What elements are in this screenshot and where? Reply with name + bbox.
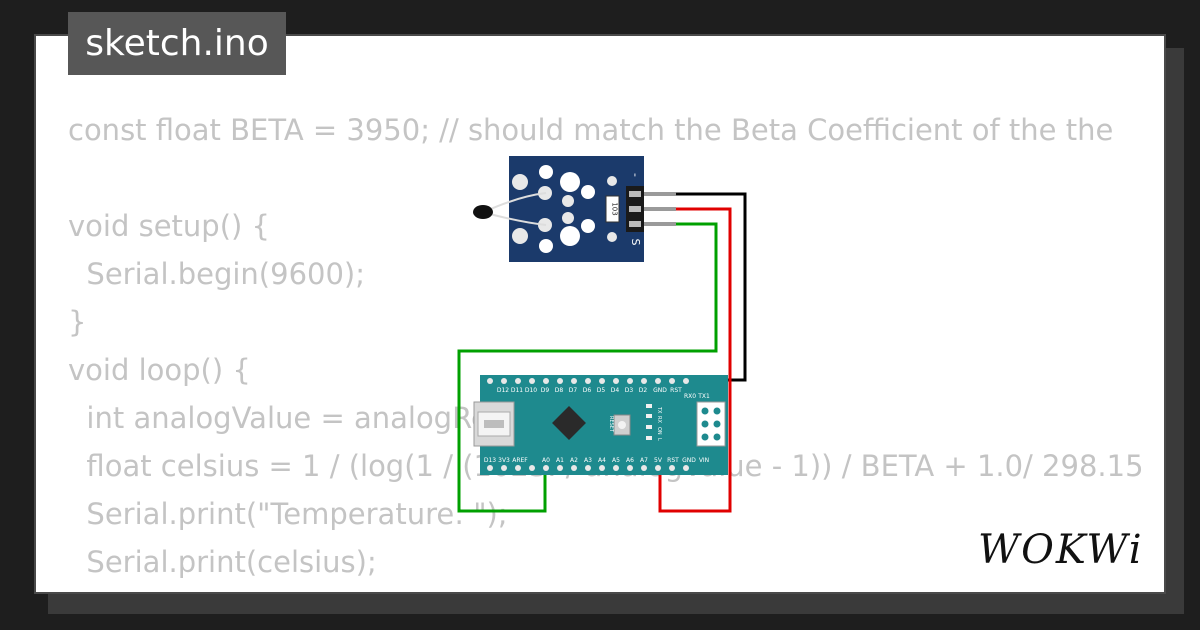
pin-label: VIN: [699, 457, 709, 464]
pin-label: D12: [497, 387, 509, 394]
pin-label: RST: [667, 457, 679, 464]
pin-label-signal: S: [629, 239, 642, 246]
pin-label: 3V3: [498, 457, 510, 464]
pin-label: D5: [597, 387, 606, 394]
pin-label: TX1: [697, 393, 710, 400]
pin-label: D2: [639, 387, 648, 394]
wokwi-logo[interactable]: WOKWi: [978, 525, 1153, 575]
pin-label: A1: [556, 457, 564, 464]
pin-label-gnd: -: [629, 173, 642, 177]
pin-label: D9: [541, 387, 550, 394]
code-line: }: [68, 305, 87, 339]
usb-port-icon: [473, 401, 515, 447]
bottom-pin-row: [487, 465, 689, 471]
pin-label: A6: [626, 457, 634, 464]
arduino-nano-board[interactable]: D12 D11 D10 D9 D8 D7 D6 D5 D4 D3 D2 GND …: [473, 375, 728, 475]
code-line: const float BETA = 3950; // should match…: [68, 113, 1114, 147]
pin-label: AREF: [512, 457, 528, 464]
code-line: Serial.begin(9600);: [68, 257, 366, 291]
pin-label: RX0: [684, 393, 696, 400]
pin-label: A0: [542, 457, 550, 464]
pin-label: A5: [612, 457, 620, 464]
code-line: void setup() {: [68, 209, 270, 243]
code-background: const float BETA = 3950; // should match…: [68, 106, 1144, 592]
reset-button[interactable]: [613, 414, 631, 436]
resistor-label: 103: [611, 202, 619, 215]
pin-label: GND: [653, 387, 667, 394]
pin-label: A2: [570, 457, 578, 464]
pin-label: D8: [555, 387, 564, 394]
file-tab-sketch[interactable]: sketch.ino: [68, 12, 286, 75]
pin-label: D6: [583, 387, 592, 394]
ntc-temperature-sensor-module[interactable]: 103 - S: [473, 156, 676, 262]
led-label-on: ON: [656, 427, 662, 435]
code-line: Serial.print(celsius);: [68, 545, 377, 579]
signal-wire: [457, 222, 718, 513]
project-preview-panel: const float BETA = 3950; // should match…: [34, 34, 1166, 594]
status-leds: [646, 404, 652, 440]
pin-label: D11: [511, 387, 523, 394]
pin-label: RST: [670, 387, 682, 394]
top-pin-row: [487, 378, 689, 384]
pin-label: D7: [569, 387, 578, 394]
vcc-wire: [658, 207, 732, 513]
pin-label: A4: [598, 457, 606, 464]
pin-label: D3: [625, 387, 634, 394]
pin-label: D10: [525, 387, 537, 394]
thermistor-bead-icon: [473, 205, 493, 219]
code-line: void loop() {: [68, 353, 251, 387]
pin-label: A3: [584, 457, 592, 464]
led-label-tx: TX: [656, 406, 662, 414]
pin-label: A7: [640, 457, 648, 464]
file-tab-label: sketch.ino: [85, 23, 269, 64]
pin-label: D13: [484, 457, 496, 464]
led-label-l: L: [656, 438, 662, 441]
microcontroller-chip-icon: [552, 406, 586, 440]
led-label-rx: RX: [656, 416, 662, 423]
pin-label: GND: [682, 457, 696, 464]
reset-label: RESET: [608, 416, 614, 433]
code-line: Serial.print("Temperature: ");: [68, 497, 508, 531]
wokwi-logo-text: WOKWi: [978, 527, 1144, 573]
pin-label: D4: [611, 387, 620, 394]
pin-label: 5V: [654, 457, 663, 464]
icsp-header: [696, 401, 726, 447]
